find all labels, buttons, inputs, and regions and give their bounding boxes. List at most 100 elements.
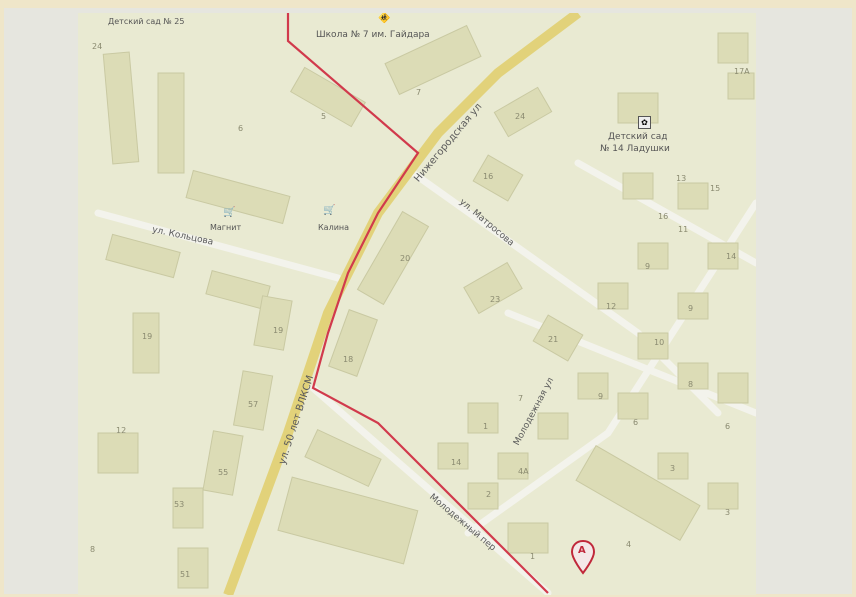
kindergarten-icon: ✿ <box>638 116 651 129</box>
building-38 <box>467 482 499 510</box>
poi-kalina: Калина <box>318 223 350 232</box>
building-43 <box>617 92 659 124</box>
house-number: 12 <box>606 302 617 311</box>
street-koltsova <box>94 209 342 282</box>
building-19 <box>172 487 204 529</box>
building-26 <box>637 242 669 270</box>
building-12 <box>205 270 271 310</box>
house-number: 15 <box>710 184 721 193</box>
building-37 <box>437 442 469 470</box>
house-number: 20 <box>400 254 411 263</box>
poi-kindergarten-14-line1: Детский сад <box>608 132 668 142</box>
house-number: 14 <box>726 252 737 261</box>
house-number: 3 <box>670 464 676 473</box>
shop-cart-icon-magnit: 🛒 <box>223 207 236 218</box>
building-40 <box>657 452 689 480</box>
building-23 <box>575 444 701 542</box>
building-29 <box>677 292 709 320</box>
street-molodezhnaya <box>464 199 756 537</box>
house-number: 16 <box>483 172 494 181</box>
building-32 <box>577 372 609 400</box>
house-number: 7 <box>416 88 422 97</box>
building-21 <box>304 428 382 488</box>
building-5 <box>384 24 482 96</box>
building-10 <box>532 314 584 362</box>
building-20 <box>177 547 209 589</box>
building-14 <box>253 295 293 351</box>
house-number: 8 <box>688 380 694 389</box>
house-number: 6 <box>725 422 731 431</box>
building-44 <box>717 32 749 64</box>
house-number: 19 <box>273 326 284 335</box>
building-18 <box>97 432 139 474</box>
house-number: 51 <box>180 570 191 579</box>
poi-school-7: Школа № 7 им. Гайдара <box>316 30 430 40</box>
house-number: 57 <box>248 400 259 409</box>
map-view[interactable]: ул. 50 лет ВЛКСМ Нижегородская ул ул. Ма… <box>78 13 756 595</box>
house-number: 12 <box>116 426 127 435</box>
house-number: 13 <box>676 174 687 183</box>
building-15 <box>328 309 378 377</box>
house-number: 7 <box>518 394 524 403</box>
building-45 <box>727 72 755 100</box>
house-number: 24 <box>515 112 526 121</box>
building-24 <box>622 172 654 200</box>
house-number: 55 <box>218 468 229 477</box>
marker-a[interactable]: A <box>570 539 596 579</box>
building-4 <box>290 66 366 128</box>
house-number: 1 <box>483 422 489 431</box>
house-number: 53 <box>174 500 185 509</box>
building-8 <box>356 210 430 306</box>
house-number: 9 <box>645 262 651 271</box>
building-3 <box>185 169 291 225</box>
building-1 <box>102 51 140 165</box>
house-number: 10 <box>654 338 665 347</box>
buildings <box>97 24 755 589</box>
building-33 <box>617 392 649 420</box>
map-canvas <box>94 13 756 595</box>
map-pin-icon <box>570 539 596 575</box>
building-13 <box>132 312 160 374</box>
street-molodezhny-per <box>309 384 552 595</box>
house-number: 21 <box>548 335 559 344</box>
building-11 <box>105 233 181 279</box>
building-16 <box>232 370 274 431</box>
building-22 <box>277 476 419 565</box>
poi-kindergarten-14-line2: № 14 Ладушки <box>600 144 670 154</box>
building-42 <box>717 372 749 404</box>
building-30 <box>637 332 669 360</box>
house-number: 19 <box>142 332 153 341</box>
house-number: 8 <box>90 545 96 554</box>
building-41 <box>707 482 739 510</box>
house-number: 24 <box>92 42 103 51</box>
building-31 <box>677 362 709 390</box>
school-icon: 🚸 <box>378 13 391 24</box>
house-number: 6 <box>633 418 639 427</box>
house-number: 9 <box>598 392 604 401</box>
building-2 <box>157 72 185 174</box>
building-27 <box>707 242 739 270</box>
building-7 <box>472 154 524 202</box>
house-number: 9 <box>688 304 694 313</box>
marker-a-label: A <box>578 545 586 556</box>
house-number: 3 <box>725 508 731 517</box>
building-34 <box>467 402 499 434</box>
building-17 <box>202 430 244 496</box>
building-28 <box>597 282 629 310</box>
house-number: 16 <box>658 212 669 221</box>
building-9 <box>463 261 523 315</box>
house-number: 17А <box>734 67 750 76</box>
poi-magnit: Магнит <box>210 223 242 232</box>
house-number: 4 <box>626 540 632 549</box>
house-number: 5 <box>321 112 327 121</box>
house-number: 18 <box>343 355 354 364</box>
house-number: 1 <box>530 552 536 561</box>
building-36 <box>497 452 529 480</box>
house-number: 11 <box>678 225 689 234</box>
house-number: 6 <box>238 124 244 133</box>
shop-cart-icon-kalina: 🛒 <box>323 205 336 216</box>
building-6 <box>493 86 553 138</box>
house-number: 2 <box>486 490 492 499</box>
building-35 <box>537 412 569 440</box>
building-25 <box>677 182 709 210</box>
